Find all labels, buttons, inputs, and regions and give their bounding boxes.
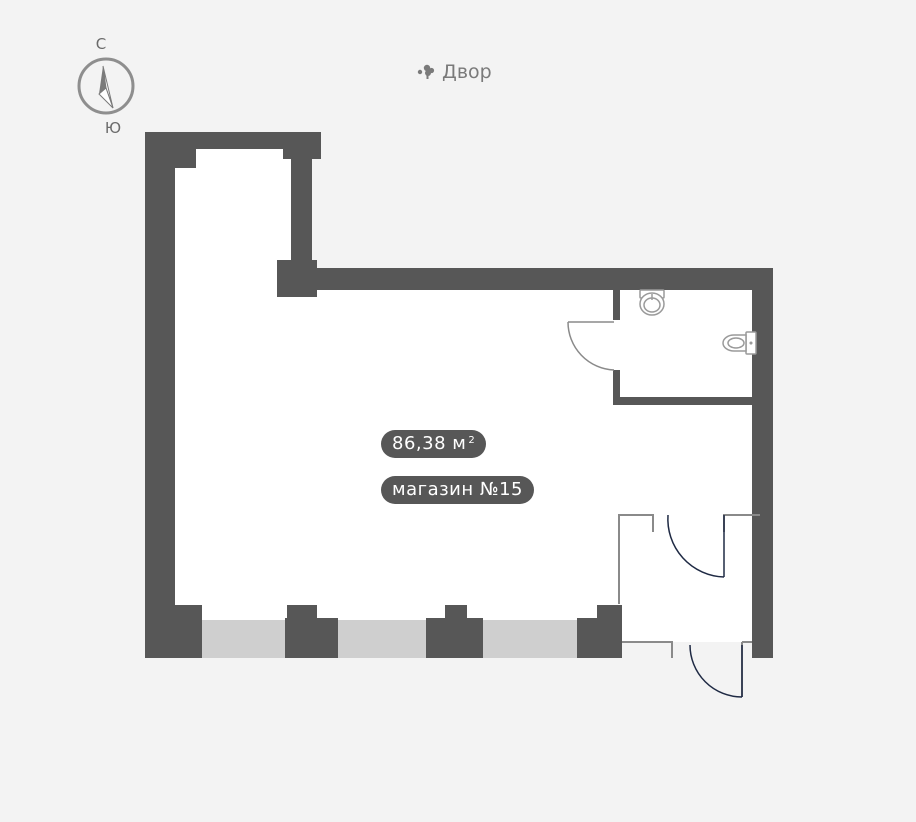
walls xyxy=(145,132,773,658)
yard-label: Двор xyxy=(442,61,492,83)
sink-icon xyxy=(639,289,665,316)
windows xyxy=(202,620,577,658)
yard-orientation-label: Двор xyxy=(416,61,492,83)
floor-area xyxy=(175,148,760,642)
area-superscript: 2 xyxy=(468,435,476,446)
compass-north-label: С xyxy=(95,35,107,53)
door-swings xyxy=(567,321,743,698)
window xyxy=(202,620,285,658)
unit-name-badge: магазин №15 xyxy=(381,476,534,504)
compass-south-label: Ю xyxy=(104,119,122,137)
compass-icon xyxy=(77,57,135,115)
window xyxy=(483,620,577,658)
window xyxy=(338,620,426,658)
area-value: 86,38 м xyxy=(392,433,467,454)
tree-icon xyxy=(417,64,435,79)
toilet-icon xyxy=(722,331,757,355)
